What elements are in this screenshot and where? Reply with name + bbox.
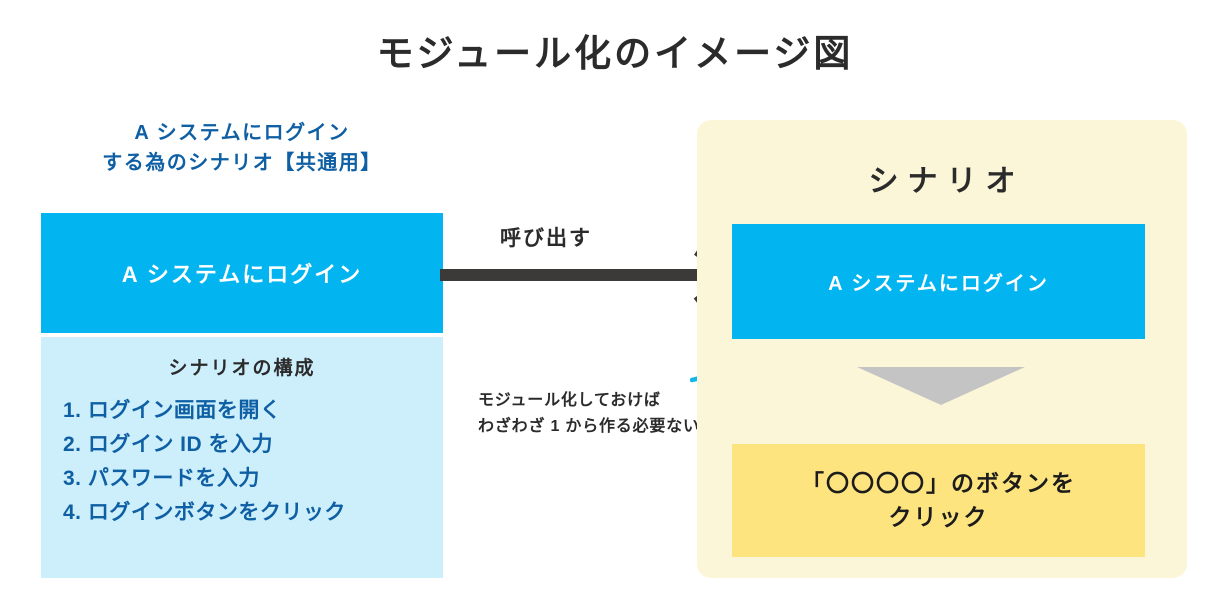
right-module-box: A システムにログイン	[732, 224, 1145, 339]
click-step-line-2: クリック	[888, 503, 989, 530]
scenario-panel: シナリオ A システムにログイン 「〇〇〇〇」のボタンを クリック	[697, 120, 1187, 578]
click-step-line-1: 「〇〇〇〇」のボタンを	[801, 470, 1076, 497]
list-item: 1. ログイン画面を開く	[63, 399, 282, 422]
flow-down-arrow-icon	[857, 367, 1025, 405]
left-heading-line-1: A システムにログイン	[134, 122, 350, 144]
list-item: 4. ログインボタンをクリック	[63, 501, 346, 525]
left-module-box: A システムにログイン	[41, 213, 443, 333]
annotation-line-1: モジュール化しておけば	[478, 392, 661, 409]
steps-list: 1. ログイン画面を開く 2. ログイン ID を入力 3. パスワードを入力 …	[41, 394, 443, 530]
steps-title: シナリオの構成	[168, 358, 316, 379]
scenario-panel-title: シナリオ	[868, 165, 1025, 198]
annotation-text: モジュール化しておけば わざわざ 1 から作る必要ない	[478, 388, 700, 441]
left-module-box-label: A システムにログイン	[121, 262, 363, 287]
right-module-box-label: A システムにログイン	[828, 273, 1049, 295]
click-step-box: 「〇〇〇〇」のボタンを クリック	[732, 444, 1145, 557]
list-item: 2. ログイン ID を入力	[63, 433, 274, 457]
left-column-heading: A システムにログイン する為のシナリオ【共通用】	[41, 118, 443, 178]
left-steps-panel: シナリオの構成 1. ログイン画面を開く 2. ログイン ID を入力 3. パ…	[41, 337, 443, 578]
call-arrow-label: 呼び出す	[500, 227, 592, 250]
page-title: モジュール化のイメージ図	[376, 33, 854, 74]
list-item: 3. パスワードを入力	[63, 467, 260, 491]
left-heading-line-2: する為のシナリオ【共通用】	[102, 152, 382, 174]
annotation-line-2: わざわざ 1 から作る必要ない	[478, 418, 700, 436]
